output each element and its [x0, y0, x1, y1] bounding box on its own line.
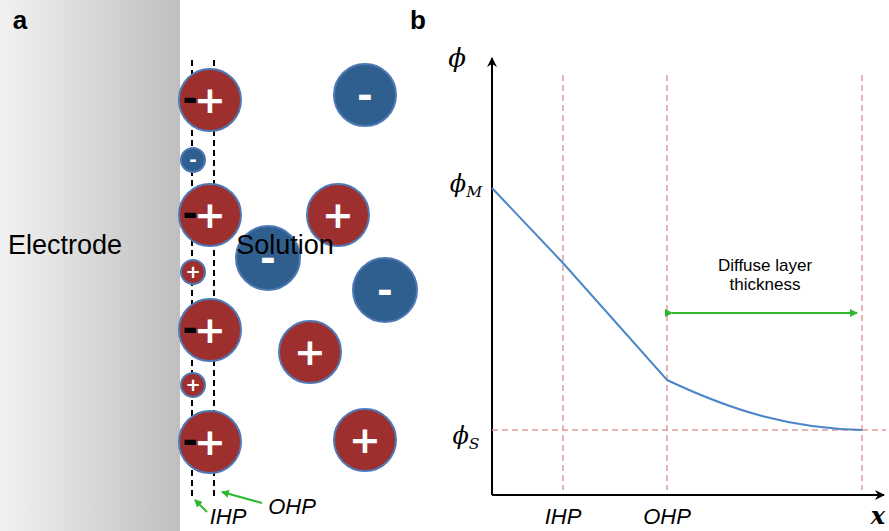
cation-circle: +: [180, 372, 206, 398]
thickness-label: Diffuse layer thickness: [700, 257, 830, 294]
anion-circle: -: [352, 257, 418, 323]
solution-label: Solution: [236, 231, 334, 261]
potential-label: ϕM: [450, 171, 482, 201]
x-axis: [492, 494, 884, 496]
axis-tick-label: OHP: [643, 505, 691, 529]
ion-charge: +: [194, 311, 226, 349]
potential-curve: [492, 188, 862, 430]
surface-charge: -: [183, 73, 198, 121]
ion-charge: +: [185, 263, 200, 281]
cation-circle: +: [333, 408, 397, 472]
ion-charge: +: [194, 81, 226, 119]
ion-charge: +: [185, 376, 200, 394]
ihp-leader: [195, 500, 207, 512]
cation-circle: +: [180, 259, 206, 285]
anion-circle: -: [333, 63, 397, 127]
panel-letter: a: [13, 6, 27, 35]
ion-charge: -: [189, 151, 196, 169]
anion-circle: -: [180, 147, 206, 173]
surface-charge: -: [183, 188, 198, 236]
surface-charge: -: [183, 415, 198, 463]
surface-charge: -: [183, 303, 198, 351]
ion-charge: -: [377, 271, 393, 309]
ion-charge: +: [349, 421, 381, 459]
ion-charge: -: [357, 76, 373, 114]
ion-charge: +: [194, 196, 226, 234]
plane-label: OHP: [268, 495, 316, 519]
panel-letter: b: [410, 6, 426, 35]
electrode: [0, 0, 180, 531]
plane-label: IHP: [210, 505, 247, 529]
potential-label: ϕS: [452, 423, 479, 453]
electrode-label: Electrode: [8, 231, 122, 261]
ion-charge: +: [194, 423, 226, 461]
guide-lines: [492, 75, 886, 490]
ion-charge: +: [294, 333, 326, 371]
axis-tick-label: IHP: [545, 505, 582, 529]
thickness-arrow: [672, 312, 857, 314]
cation-circle: +: [278, 320, 342, 384]
axis-label: x: [871, 503, 885, 529]
ohp-leader: [222, 492, 262, 503]
axis-label: ϕ: [448, 44, 466, 73]
ion-charge: +: [322, 196, 354, 234]
